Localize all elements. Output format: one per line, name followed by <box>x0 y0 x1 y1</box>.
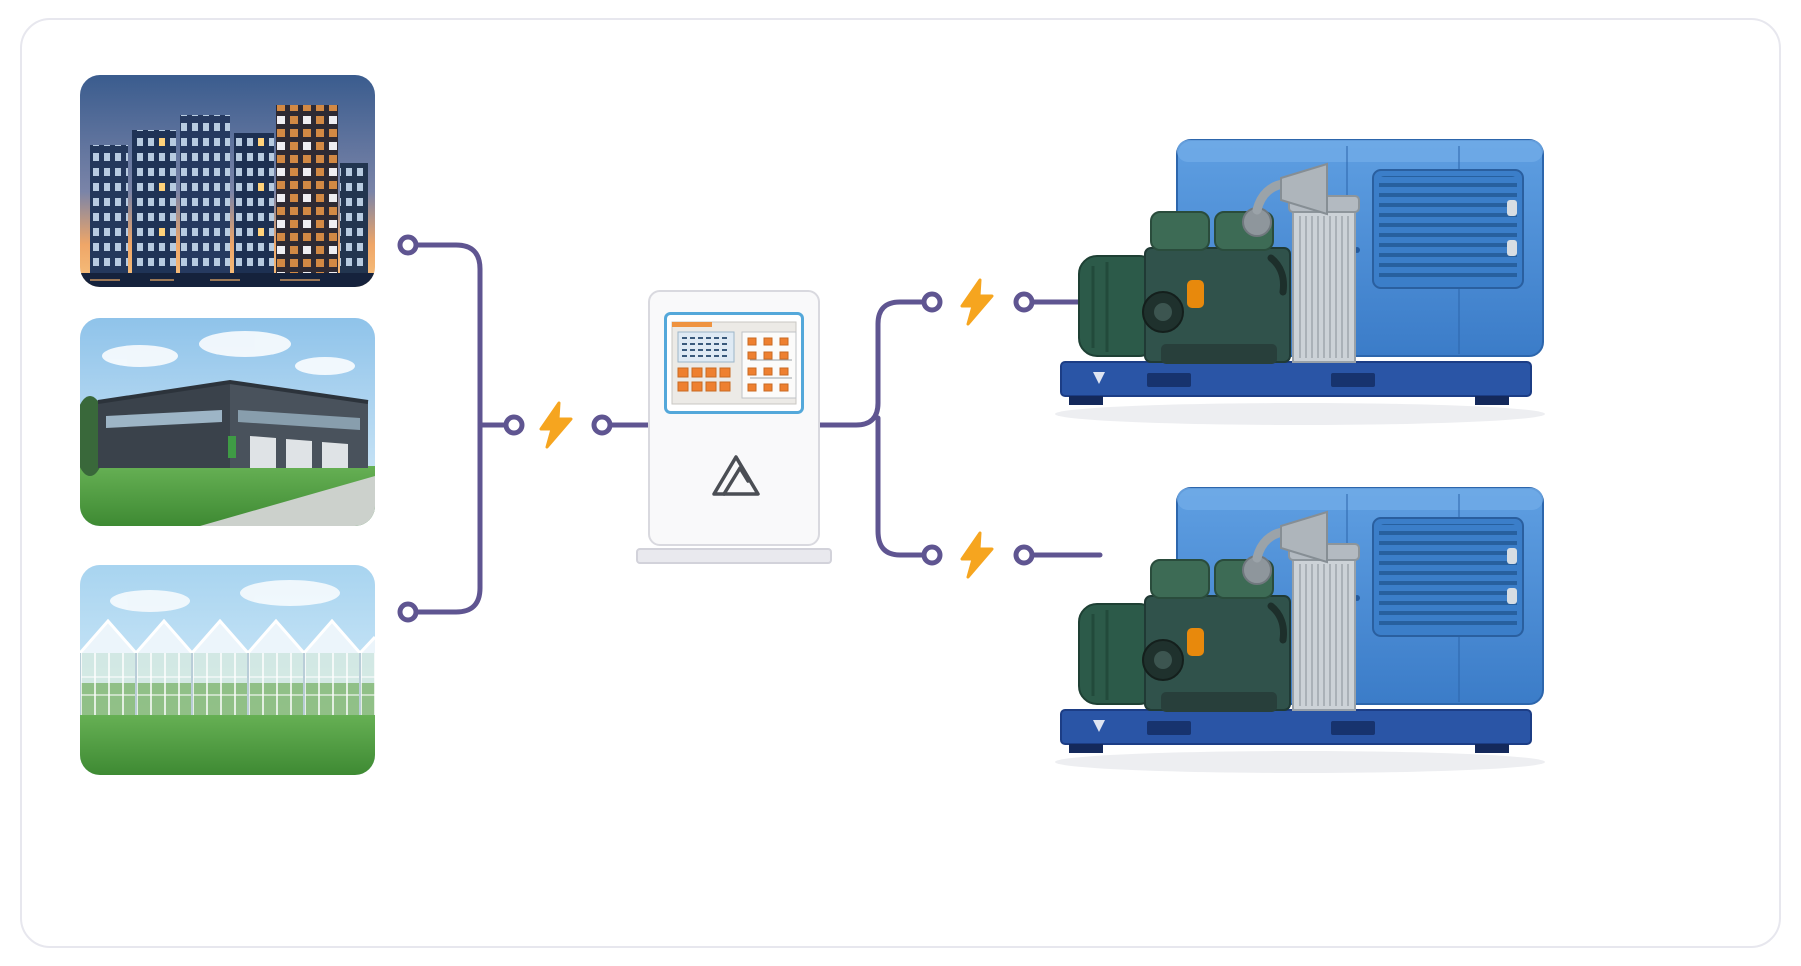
connector-terminal-icon <box>503 414 525 436</box>
controller-buttons <box>677 367 731 392</box>
lightning-icon <box>537 401 577 449</box>
cabinet-base <box>636 548 832 564</box>
connector-terminal-icon <box>1013 544 1035 566</box>
residential-towers <box>90 105 368 281</box>
controller-screen <box>664 312 804 414</box>
tss-logo-icon <box>712 455 760 496</box>
cabinet-to-gen2-line <box>875 415 927 558</box>
lightning-icon <box>958 531 998 579</box>
diesel-generator-2 <box>1035 478 1555 778</box>
connector-terminal-icon <box>591 414 613 436</box>
cabinet-to-gen1-line <box>815 299 927 428</box>
connector-terminal-icon <box>397 601 419 623</box>
consumer-photo-industrial <box>80 318 375 526</box>
clouds <box>110 580 340 612</box>
lightning-icon <box>958 278 998 326</box>
concrete-apron <box>200 476 375 526</box>
grass <box>80 715 375 775</box>
connector-terminal-icon <box>397 234 419 256</box>
controller-lcd <box>677 331 735 363</box>
screen-titlebar <box>672 322 712 327</box>
warehouse-building <box>97 379 369 468</box>
connector-terminal-icon <box>921 291 943 313</box>
consumer-bus-line <box>413 242 483 615</box>
clouds <box>102 331 355 375</box>
consumer-photo-greenhouse <box>80 565 375 775</box>
connector-terminal-icon <box>921 544 943 566</box>
diesel-generator-1 <box>1035 130 1555 430</box>
greenhouse-structure <box>80 618 375 715</box>
ats-control-cabinet <box>636 290 832 570</box>
connector-terminal-icon <box>1013 291 1035 313</box>
mimic-panel <box>741 331 797 399</box>
consumer-photo-residential <box>80 75 375 287</box>
